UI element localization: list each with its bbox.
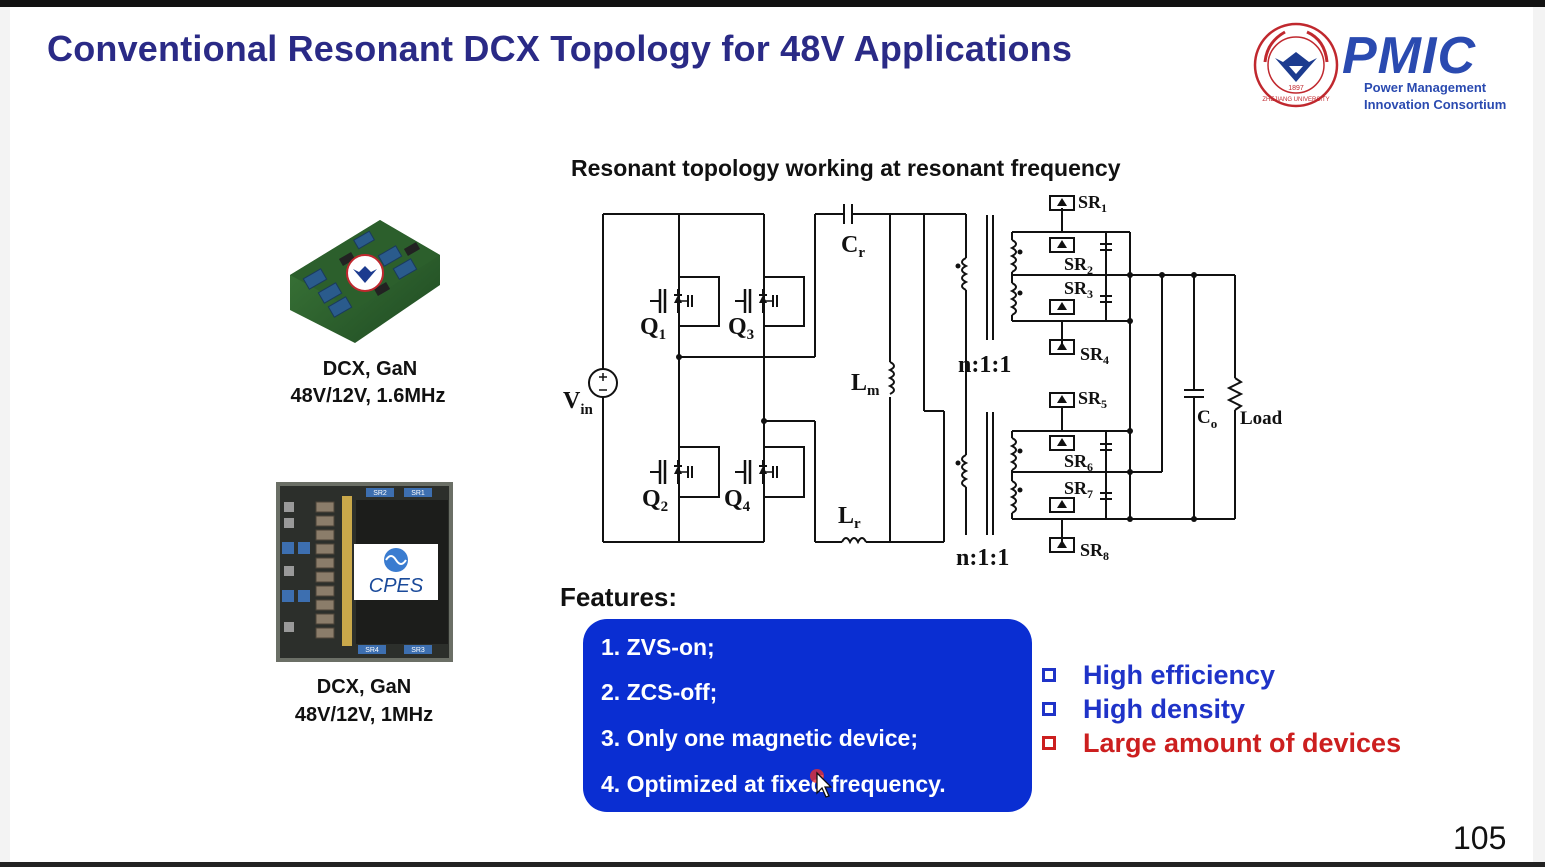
svg-text:SR8: SR8 — [1080, 540, 1109, 563]
bottom-border — [0, 862, 1545, 867]
page-number: 105 — [1453, 820, 1507, 856]
product-2-type: DCX, GaN — [316, 676, 412, 698]
seal-year: 1897 — [1288, 85, 1304, 92]
cpes-label: CPES — [369, 575, 424, 597]
svg-text:SR1: SR1 — [1078, 192, 1107, 215]
product-2-spec: 48V/12V, 1MHz — [294, 704, 434, 726]
board-tag-sr1: SR1 — [411, 490, 425, 497]
pmic-subtitle-1: Power Management — [1364, 80, 1487, 95]
board-tag-sr2: SR2 — [373, 490, 387, 497]
svg-text:SR6: SR6 — [1064, 451, 1093, 474]
features-heading: Features: — [560, 582, 678, 612]
feature-item: 1. ZVS-on; — [601, 634, 715, 660]
mouse-pointer-icon — [810, 769, 832, 798]
resonant-dcx-circuit-diagram: Vin Q1 Q3 Q2 Q4 Cr Lm Lr n:1:1 n:1:1 Co … — [563, 192, 1283, 571]
features-box: 1. ZVS-on; 2. ZCS-off; 3. Only one magne… — [583, 619, 1032, 812]
slide-title: Conventional Resonant DCX Topology for 4… — [47, 28, 1073, 69]
feature-item: 3. Only one magnetic device; — [601, 725, 918, 751]
top-border — [0, 0, 1545, 7]
product-1-spec: 48V/12V, 1.6MHz — [290, 385, 446, 407]
svg-text:n:1:1: n:1:1 — [956, 545, 1009, 571]
university-seal-logo: 1897 ZHEJIANG UNIVERSITY — [1253, 22, 1339, 108]
svg-text:SR2: SR2 — [1064, 254, 1093, 277]
svg-text:SR3: SR3 — [1064, 278, 1093, 301]
pmic-logo: PMIC Power Management Innovation Consort… — [1342, 30, 1512, 120]
svg-text:Load: Load — [1240, 408, 1283, 429]
svg-text:Cr: Cr — [841, 232, 865, 261]
svg-text:Vin: Vin — [563, 388, 594, 418]
svg-text:SR7: SR7 — [1064, 478, 1093, 501]
seal-text: ZHEJIANG UNIVERSITY — [1262, 97, 1329, 103]
svg-text:Q2: Q2 — [642, 486, 668, 515]
dcx-board-photo-2: SR2 SR1 SR4 SR3 CPES — [276, 482, 453, 662]
product-1-type: DCX, GaN — [322, 358, 418, 380]
feature-item: 4. Optimized at fixed frequency. — [601, 771, 946, 797]
checkbox-square-icon — [1042, 668, 1056, 682]
svg-text:Q1: Q1 — [640, 314, 666, 343]
checkbox-square-icon — [1042, 736, 1056, 750]
right-margin — [1533, 7, 1545, 862]
svg-text:Co: Co — [1197, 407, 1217, 431]
svg-text:SR5: SR5 — [1078, 388, 1107, 411]
svg-text:Q3: Q3 — [728, 314, 754, 343]
circuit-title: Resonant topology working at resonant fr… — [571, 155, 1121, 181]
pmic-wordmark: PMIC — [1342, 27, 1476, 85]
dcx-board-photo-1 — [290, 220, 440, 343]
svg-text:Lm: Lm — [851, 370, 880, 399]
board-tag-sr3: SR3 — [411, 647, 425, 654]
svg-text:n:1:1: n:1:1 — [958, 352, 1011, 378]
svg-text:Lr: Lr — [838, 503, 861, 532]
svg-text:SR4: SR4 — [1080, 344, 1109, 367]
checkbox-square-icon — [1042, 702, 1056, 716]
pmic-subtitle-2: Innovation Consortium — [1364, 97, 1507, 112]
left-margin — [0, 7, 10, 862]
feature-item: 2. ZCS-off; — [601, 679, 718, 705]
svg-text:Q4: Q4 — [724, 486, 751, 515]
board-tag-sr4: SR4 — [365, 647, 379, 654]
